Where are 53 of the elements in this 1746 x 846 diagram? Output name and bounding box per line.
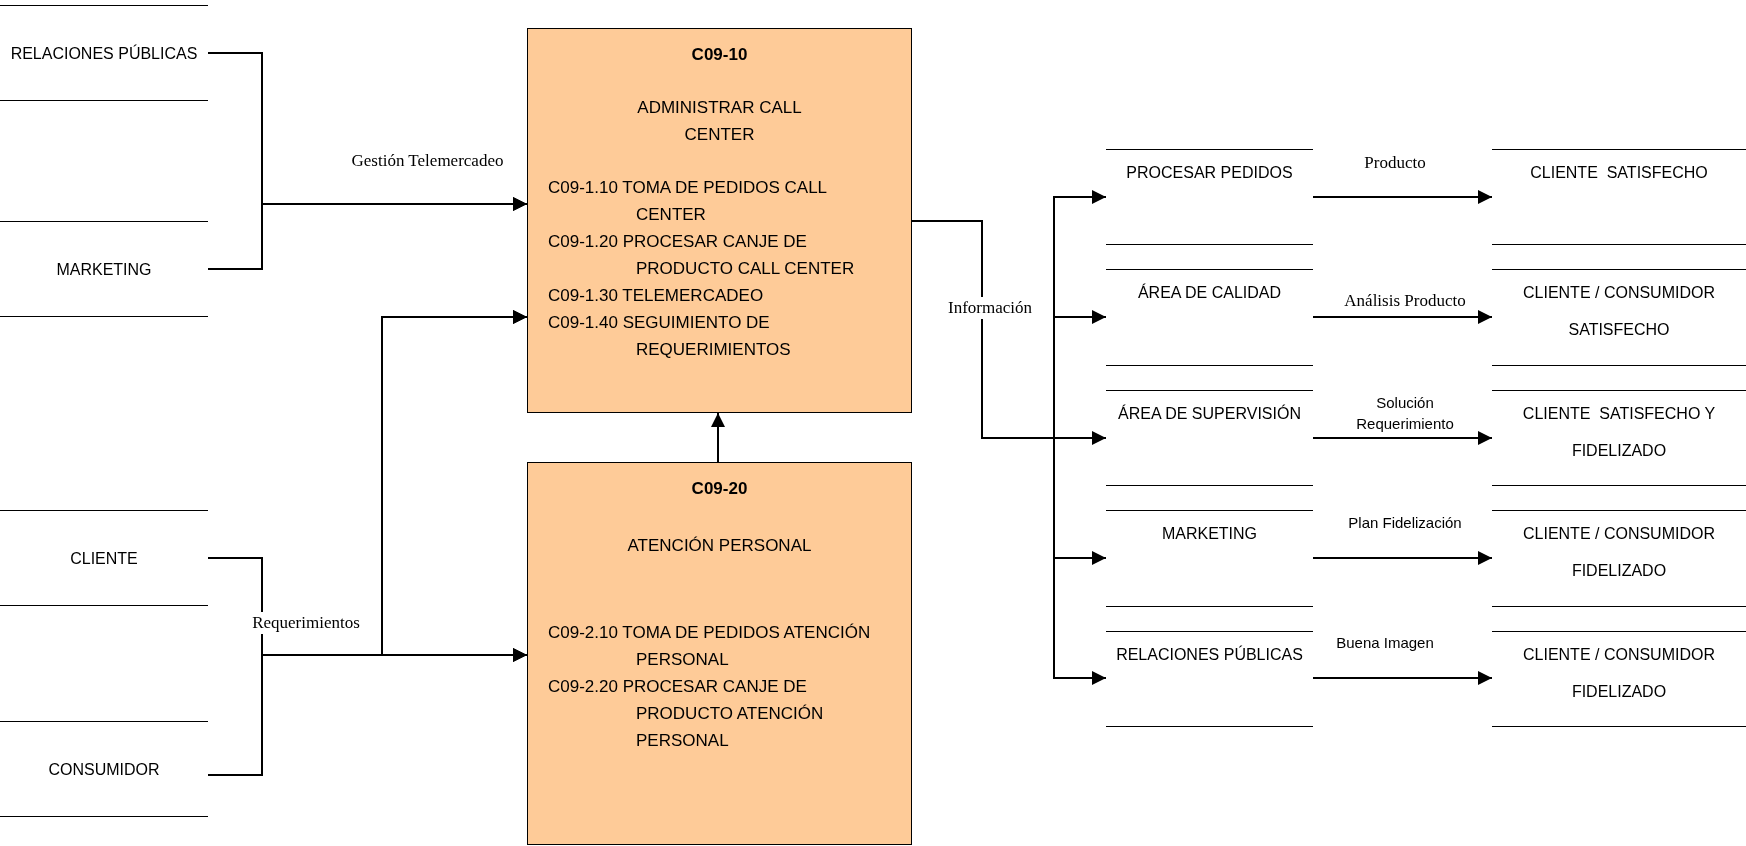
process-code: C09-10 [690,44,749,66]
process-code: C09-20 [690,478,749,500]
process-item: C09-1.10 TOMA DE PEDIDOS CALL CENTER [548,177,828,226]
process-title: ADMINISTRAR CALL CENTER [636,97,803,146]
entity-band [0,221,208,317]
entity-band [0,721,208,817]
entity-band [1106,269,1313,366]
arrow [1312,431,1493,445]
entity-band [1106,510,1313,607]
entity-band [1492,631,1746,727]
entity-label: ÁREA DE CALIDAD [1136,282,1283,303]
entity-band [1106,390,1313,486]
process-item: C09-1.20 PROCESAR CANJE DE PRODUCTO CALL CENTER [548,231,856,280]
process-box [527,28,912,413]
entity-band [1106,149,1313,245]
entity-label: CLIENTE / CONSUMIDOR FIDELIZADO [1522,645,1716,702]
entity-label: MARKETING [1160,524,1259,544]
entity-band [1492,269,1746,366]
process-item: C09-1.30 TELEMERCADEO [548,285,765,307]
arrow [207,197,528,270]
entity-label: ÁREA DE SUPERVISIÓN [1117,403,1302,424]
process-item: C09-2.10 TOMA DE PEDIDOS ATENCIÓN PERSONAL [548,622,872,671]
arrow [1312,671,1493,685]
entity-label: CLIENTE SATISFECHO Y FIDELIZADO [1521,404,1717,461]
arrow [1312,551,1493,565]
arrow [1312,310,1493,324]
entity-label: CLIENTE / CONSUMIDOR SATISFECHO [1522,283,1716,340]
entity-band [1492,510,1746,607]
process-item: C09-2.20 PROCESAR CANJE DE PRODUCTO ATENCIÓN PERSONAL [548,676,825,752]
arrow [711,412,725,463]
edge-label: Solución Requerimiento [1355,393,1455,434]
entity-label: CLIENTE SATISFECHO [1529,163,1709,183]
entity-label: RELACIONES PÚBLICAS [1115,644,1304,665]
entity-label: RELACIONES PÚBLICAS [9,43,199,64]
entity-label: MARKETING [55,259,153,280]
entity-band [0,5,208,101]
entity-label: PROCESAR PEDIDOS [1125,163,1294,183]
process-item: C09-1.40 SEGUIMIENTO DE REQUERIMIENTOS [548,312,792,361]
edge-label: Gestión Telemercadeo [350,150,505,172]
arrow [1312,190,1493,204]
entity-label: CLIENTE [69,548,139,569]
entity-band [1106,631,1313,727]
entity-band [1492,390,1746,486]
process-box [527,462,912,845]
edge-label: Plan Fidelización [1347,513,1463,533]
entity-band [0,510,208,606]
edge-label: Producto [1363,152,1427,174]
entity-label: CONSUMIDOR [47,759,161,780]
entity-band [1492,149,1746,245]
edge-label: Análisis Producto [1343,290,1467,312]
edge-label: Buena Imagen [1335,633,1435,653]
entity-label: CLIENTE / CONSUMIDOR FIDELIZADO [1522,524,1716,581]
process-title: ATENCIÓN PERSONAL [627,535,812,557]
